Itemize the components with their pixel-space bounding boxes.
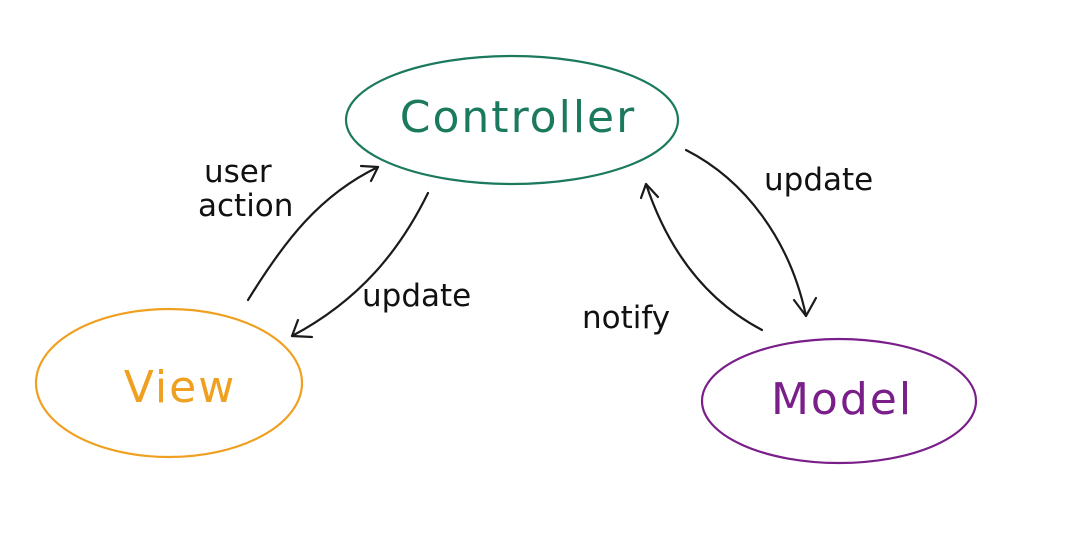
view-label: View [124, 362, 236, 413]
user-action-arrow [246, 165, 380, 302]
model-label: Model [771, 374, 913, 425]
model-to-controller-arrowhead [639, 182, 660, 200]
controller-to-model-label: update [764, 162, 873, 198]
edge-user-action: user action [198, 154, 380, 302]
edge-controller-to-view: update [290, 191, 471, 339]
view-node: View [34, 307, 304, 459]
model-to-controller-label: notify [582, 300, 670, 336]
edge-controller-to-model: update [684, 148, 873, 318]
controller-ellipse [344, 54, 680, 186]
user-action-label-line2: action [198, 188, 293, 224]
user-action-arrowhead [359, 164, 380, 183]
controller-label: Controller [400, 92, 636, 143]
view-ellipse [34, 307, 304, 459]
controller-node: Controller [344, 54, 680, 186]
controller-to-view-arrowhead [290, 318, 314, 339]
edge-model-to-controller: notify [582, 182, 764, 336]
controller-to-model-arrow [684, 148, 808, 318]
controller-to-model-arrowhead [792, 296, 818, 318]
model-ellipse [700, 337, 978, 465]
model-to-controller-arrow [644, 182, 764, 332]
user-action-label-line1: user [204, 154, 272, 190]
model-node: Model [700, 337, 978, 465]
controller-to-view-arrow [290, 191, 430, 338]
controller-to-view-label: update [362, 278, 471, 314]
